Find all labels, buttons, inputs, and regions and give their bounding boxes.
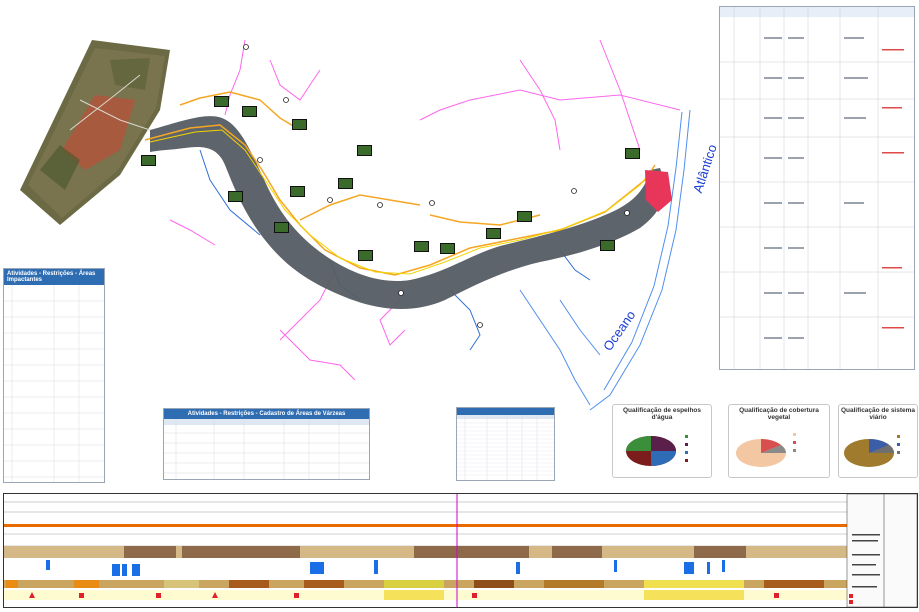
profile-graphic xyxy=(4,493,918,608)
photo-thumbnail-icon[interactable] xyxy=(214,96,229,107)
photo-thumbnail-icon[interactable] xyxy=(358,250,373,261)
photo-thumbnail-icon[interactable] xyxy=(600,240,615,251)
pie-title: Qualificação de sistema viário xyxy=(840,407,916,421)
impact-areas-table: Atividades - Restrições - Áreas Impactan… xyxy=(3,268,105,483)
photo-thumbnail-icon[interactable] xyxy=(292,119,307,130)
photo-thumbnail-icon[interactable] xyxy=(242,106,257,117)
photo-thumbnail-icon[interactable] xyxy=(440,243,455,254)
urban-area xyxy=(645,170,672,212)
photo-thumbnail-icon[interactable] xyxy=(517,211,532,222)
pie-title: Qualificação de cobertura vegetal xyxy=(739,407,819,421)
pie-graphic xyxy=(736,433,796,467)
table-title: Atividades - Restrições - Cadastro de Ár… xyxy=(164,409,369,419)
photo-thumbnail-icon[interactable] xyxy=(290,186,305,197)
photo-thumbnail-icon[interactable] xyxy=(228,191,243,202)
table-body-grid xyxy=(164,419,369,479)
alignment-centerline xyxy=(149,129,653,275)
photo-thumbnail-icon[interactable] xyxy=(338,178,353,189)
table-title: Atividades - Restrições - Áreas Impactan… xyxy=(4,269,104,285)
photo-thumbnail-icon[interactable] xyxy=(625,148,640,159)
photo-thumbnail-icon[interactable] xyxy=(357,145,372,156)
pie-chart-water: Qualificação de espelhos d'água xyxy=(612,404,712,478)
route-markers xyxy=(243,44,630,328)
pie-graphic xyxy=(844,435,900,467)
summary-table xyxy=(456,407,555,481)
floodplain-table: Atividades - Restrições - Cadastro de Ár… xyxy=(163,408,370,480)
linear-profile-strip xyxy=(3,493,918,608)
pie-graphic xyxy=(626,435,688,466)
pie-chart-vegetation: Qualificação de cobertura vegetal xyxy=(728,404,830,478)
summary-table-grid xyxy=(457,408,554,480)
monitoring-document xyxy=(719,6,915,370)
coastline xyxy=(519,109,691,411)
study-corridor xyxy=(150,116,664,310)
photo-thumbnail-icon[interactable] xyxy=(486,228,501,239)
satellite-image xyxy=(20,40,170,225)
table-body-grid xyxy=(4,285,104,482)
pie-chart-roads: Qualificação de sistema viário xyxy=(838,404,918,478)
photo-thumbnail-icon[interactable] xyxy=(414,241,429,252)
document-table-grid xyxy=(720,7,914,369)
photo-thumbnail-icon[interactable] xyxy=(274,222,289,233)
photo-thumbnail-icon[interactable] xyxy=(141,155,156,166)
pie-title: Qualificação de espelhos d'água xyxy=(622,407,702,421)
